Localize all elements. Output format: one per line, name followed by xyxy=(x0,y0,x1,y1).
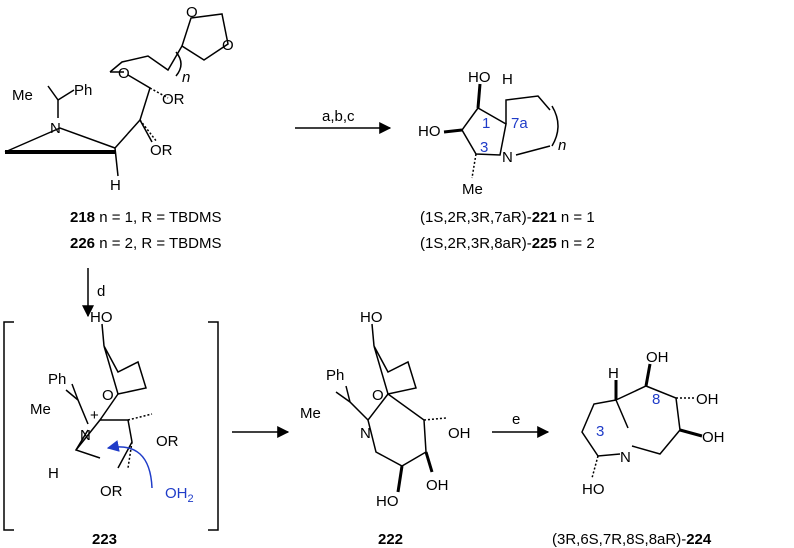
atom-HO-224: HO xyxy=(582,481,605,498)
atom-Ph: Ph xyxy=(74,82,92,99)
atom-H-223: H xyxy=(48,465,59,482)
atom-Me-223: Me xyxy=(30,401,51,418)
label-224: (3R,6S,7R,8S,8aR)-224 xyxy=(552,531,712,548)
atom-HO-222: HO xyxy=(360,309,383,326)
atom-O-223: O xyxy=(102,387,114,404)
atom-HO-223: HO xyxy=(90,309,113,326)
subscript-n-221: n xyxy=(558,137,566,154)
label-221: (1S,2R,3R,7aR)-221 n = 1 xyxy=(420,209,595,226)
atom-Ph-222: Ph xyxy=(326,367,344,384)
atom-N: N xyxy=(50,120,61,137)
atom-Me-222: Me xyxy=(300,405,321,422)
bracket-223 xyxy=(3,321,219,531)
atom-Me-221: Me xyxy=(462,181,483,198)
atom-OH-222-2: OH xyxy=(426,477,449,494)
atom-OR-223-2: OR xyxy=(100,483,123,500)
atom-HO-C2: HO xyxy=(418,123,441,140)
locant-3-224: 3 xyxy=(596,423,604,440)
attack-arrow xyxy=(106,440,153,489)
atom-O-ketone: O xyxy=(118,65,130,82)
label-218: 218 n = 1, R = TBDMS xyxy=(70,209,221,226)
atom-OR-223-1: OR xyxy=(156,433,179,450)
atom-O-dioxolane-2: O xyxy=(222,37,234,54)
atom-Me: Me xyxy=(12,87,33,104)
reagent-abc: a,b,c xyxy=(322,108,355,125)
atom-Ph-223: Ph xyxy=(48,371,66,388)
atom-H: H xyxy=(110,177,121,194)
atom-N-223: N xyxy=(80,427,91,444)
atom-H-224: H xyxy=(608,365,619,382)
structure-218-226 xyxy=(4,13,229,177)
dioxolane-ring xyxy=(181,13,229,61)
label-225: (1S,2R,3R,8aR)-225 n = 2 xyxy=(420,235,595,252)
atom-OR-2: OR xyxy=(150,142,173,159)
atom-OH-224-6: OH xyxy=(702,429,725,446)
subscript-n: n xyxy=(182,69,190,86)
atom-HO-C1: HO xyxy=(468,69,491,86)
atom-N-222: N xyxy=(360,425,371,442)
structure-221-225 xyxy=(443,83,559,179)
structure-222 xyxy=(335,323,447,493)
atom-HO-222-2: HO xyxy=(376,493,399,510)
atom-OH-224-7: OH xyxy=(696,391,719,408)
locant-3: 3 xyxy=(480,139,488,156)
atom-OR-1: OR xyxy=(162,91,185,108)
label-222: 222 xyxy=(378,531,403,548)
locant-1: 1 xyxy=(482,115,490,132)
atom-OH-224-8: OH xyxy=(646,349,669,366)
plus-charge: + xyxy=(90,407,99,424)
locant-8-224: 8 xyxy=(652,391,660,408)
atom-N-221: N xyxy=(502,149,513,166)
atom-O-dioxolane-1: O xyxy=(186,4,198,21)
atom-O-222: O xyxy=(372,387,384,404)
atom-OH2: OH2 xyxy=(165,485,194,505)
atom-N-224: N xyxy=(620,449,631,466)
reagent-d: d xyxy=(97,283,105,300)
structure-223 xyxy=(65,323,153,469)
structure-224 xyxy=(581,363,703,479)
atom-H-7a: H xyxy=(502,71,513,88)
label-226: 226 n = 2, R = TBDMS xyxy=(70,235,221,252)
locant-7a: 7a xyxy=(511,115,528,132)
reagent-e: e xyxy=(512,411,520,428)
label-223: 223 xyxy=(92,531,117,548)
atom-OH-222-1: OH xyxy=(448,425,471,442)
